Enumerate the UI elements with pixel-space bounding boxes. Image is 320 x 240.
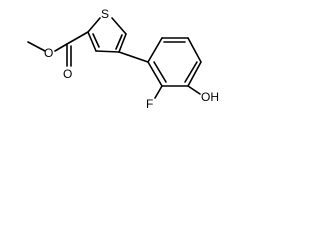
molecule-diagram: S O O F OH bbox=[27, 7, 219, 111]
bond-thiophene-benzene bbox=[118, 51, 149, 63]
bond-o-carbonyl bbox=[54, 43, 68, 52]
bond-s-c5 bbox=[111, 17, 127, 35]
bond-b6-b1-inner bbox=[153, 61, 167, 83]
bond-methyl-o bbox=[27, 41, 46, 52]
bond-hydroxyl bbox=[187, 85, 201, 95]
atom-label-hydroxyl: OH bbox=[201, 90, 219, 104]
bond-b4-b5-inner bbox=[184, 61, 198, 83]
bond-b4-b5 bbox=[187, 61, 202, 87]
bond-carbonyl-ring bbox=[66, 31, 89, 45]
atom-label-ester-oxygen: O bbox=[44, 46, 53, 60]
bond-c4-c3 bbox=[95, 50, 120, 53]
bond-fluorine bbox=[154, 85, 163, 99]
atom-label-sulfur: S bbox=[101, 7, 109, 21]
bond-b3-b4 bbox=[187, 37, 202, 63]
bond-c5-c4 bbox=[118, 33, 127, 53]
atom-label-carbonyl-oxygen: O bbox=[63, 67, 72, 81]
structure-canvas: S O O F OH bbox=[0, 0, 248, 117]
bond-b1-b2 bbox=[147, 37, 163, 63]
atom-label-fluorine: F bbox=[146, 97, 153, 111]
bond-b6-b1 bbox=[147, 61, 163, 87]
bond-c2-s bbox=[87, 17, 101, 33]
bond-c3-c2-inner bbox=[92, 33, 100, 48]
bond-c3-c2 bbox=[87, 31, 97, 52]
bond-c5-c4-inner bbox=[115, 34, 123, 50]
